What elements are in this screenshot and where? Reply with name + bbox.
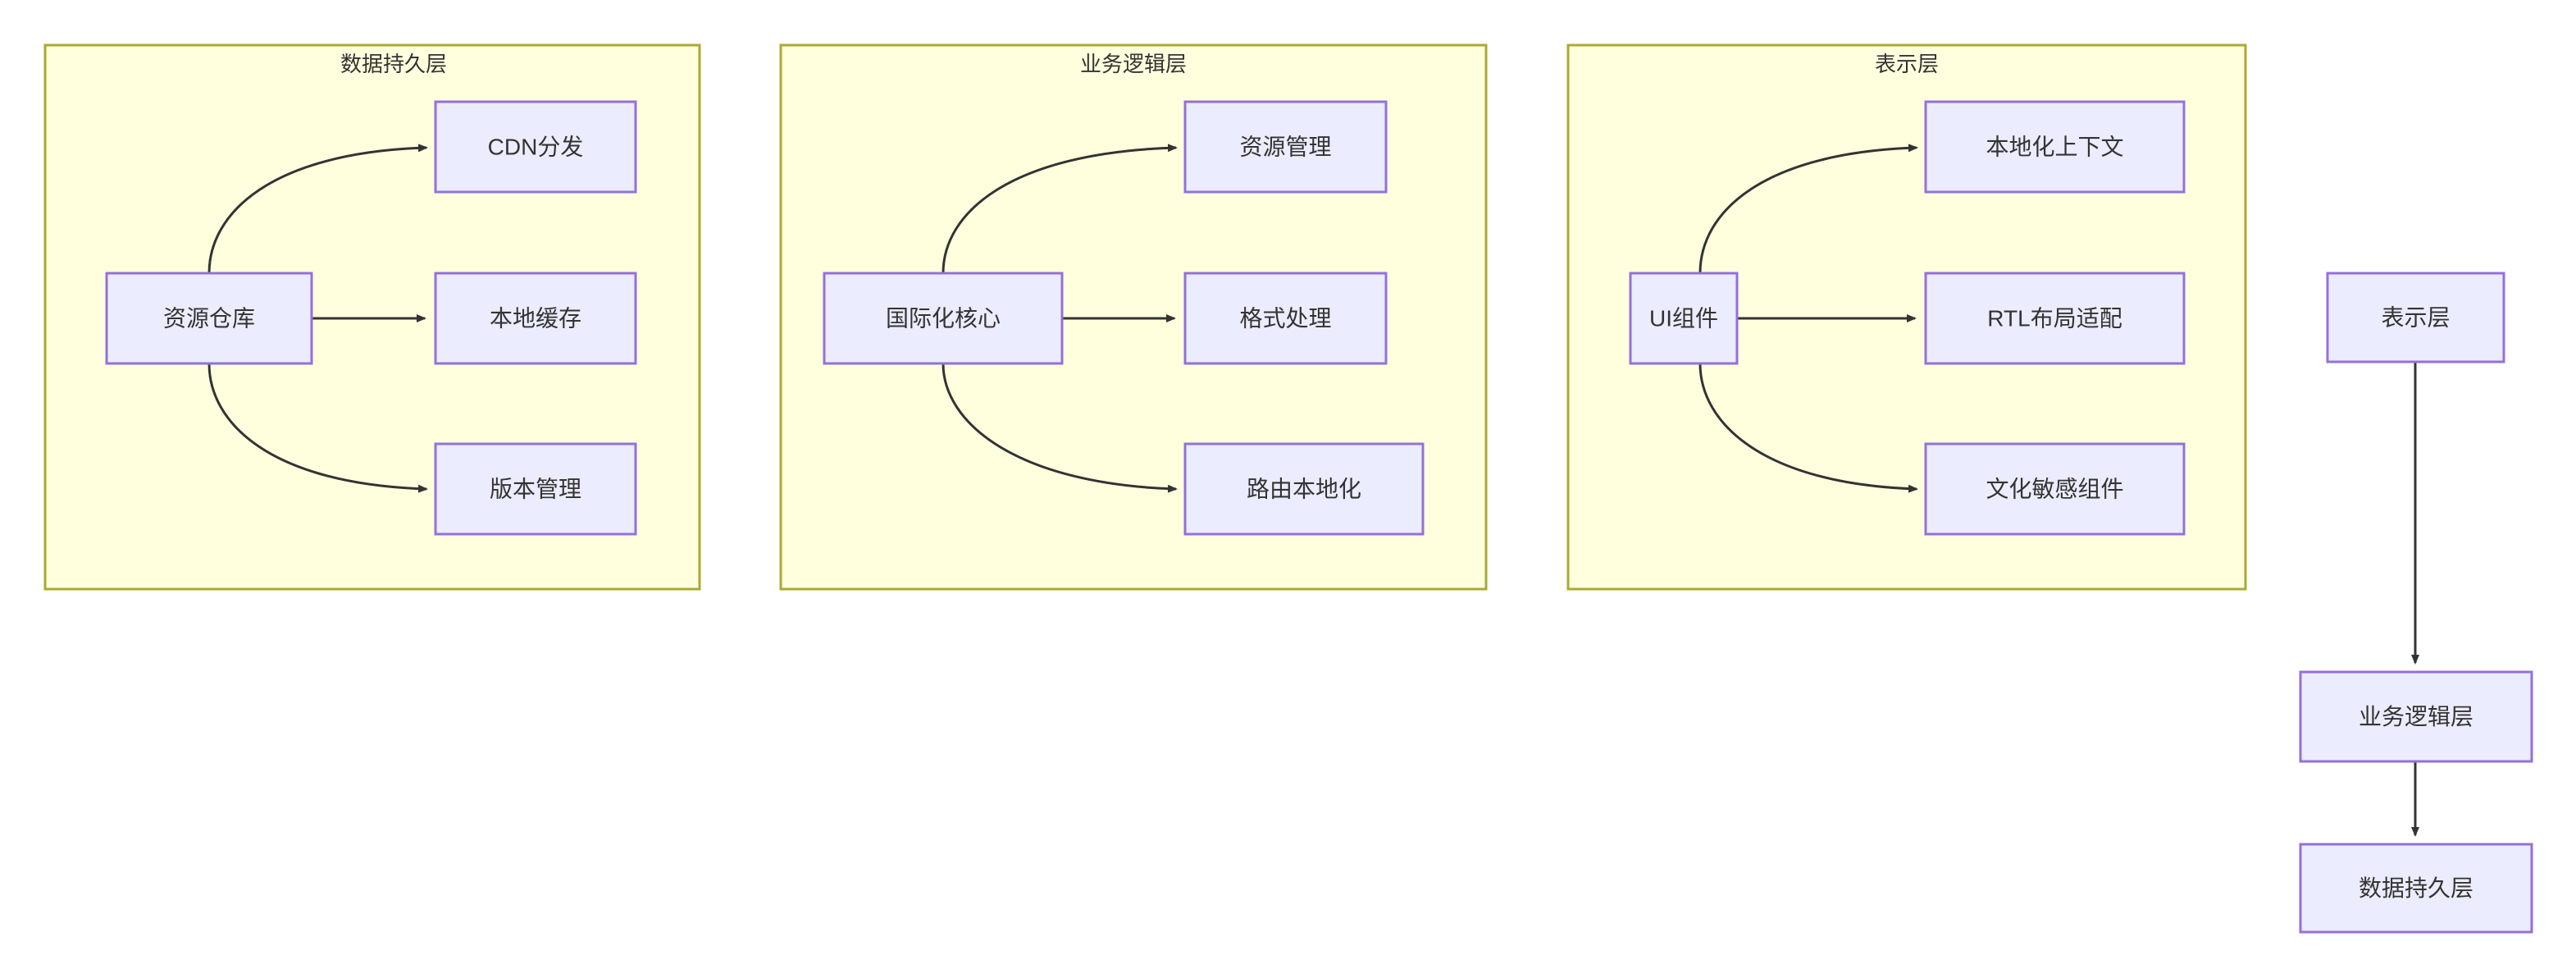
- node-culture-sensitive[interactable]: 文化敏感组件: [1924, 442, 2186, 536]
- node-version-management[interactable]: 版本管理: [434, 442, 637, 536]
- node-route-localization-rect[interactable]: [1183, 442, 1425, 536]
- node-format-processing-label: 格式处理: [1239, 305, 1331, 331]
- node-layer-presentation-rect[interactable]: [2326, 272, 2505, 363]
- node-local-cache-rect[interactable]: [434, 272, 637, 365]
- node-layer-data-label: 数据持久层: [2359, 875, 2473, 901]
- node-layer-business[interactable]: 业务逻辑层: [2299, 670, 2533, 763]
- node-resource-repo[interactable]: 资源仓库: [105, 272, 313, 365]
- node-cdn-distribution[interactable]: CDN分发: [434, 100, 637, 194]
- node-ui-components-rect[interactable]: [1629, 272, 1739, 365]
- edge-node-ui-components-to-node-culture-sensitive: [1698, 363, 1918, 493]
- node-layer-data[interactable]: 数据持久层: [2299, 843, 2533, 934]
- node-resource-repo-rect[interactable]: [105, 272, 313, 365]
- node-layer-data-rect[interactable]: [2299, 843, 2533, 934]
- node-version-management-label: 版本管理: [490, 476, 581, 501]
- edge-node-i18n-core-to-node-resource-management: [941, 144, 1178, 274]
- node-local-cache-label: 本地缓存: [490, 305, 581, 331]
- node-rtl-layout[interactable]: RTL布局适配: [1924, 272, 2186, 365]
- node-i18n-core[interactable]: 国际化核心: [823, 272, 1064, 365]
- node-localization-context-rect[interactable]: [1924, 100, 2186, 194]
- node-format-processing[interactable]: 格式处理: [1183, 272, 1388, 365]
- node-route-localization[interactable]: 路由本地化: [1183, 442, 1425, 536]
- edge-node-ui-components-to-node-localization-context: [1698, 144, 1918, 274]
- node-ui-components[interactable]: UI组件: [1629, 272, 1739, 365]
- node-i18n-core-rect[interactable]: [823, 272, 1064, 365]
- node-localization-context-label: 本地化上下文: [1986, 134, 2123, 159]
- node-layer-business-label: 业务逻辑层: [2359, 704, 2473, 729]
- node-resource-management-label: 资源管理: [1239, 134, 1331, 159]
- node-rtl-layout-rect[interactable]: [1924, 272, 2186, 365]
- node-cdn-distribution-rect[interactable]: [434, 100, 637, 194]
- edge-node-resource-repo-to-node-cdn-distribution: [207, 144, 428, 274]
- node-layer-business-rect[interactable]: [2299, 670, 2533, 763]
- node-layer-presentation[interactable]: 表示层: [2326, 272, 2505, 363]
- cluster-data-persistence-title: 数据持久层: [340, 52, 447, 76]
- node-i18n-core-label: 国际化核心: [886, 305, 1001, 331]
- cluster-business-logic-title: 业务逻辑层: [1080, 52, 1187, 76]
- node-layer-presentation-label: 表示层: [2381, 304, 2450, 330]
- node-resource-management-rect[interactable]: [1183, 100, 1388, 194]
- node-rtl-layout-label: RTL布局适配: [1987, 305, 2122, 331]
- node-localization-context[interactable]: 本地化上下文: [1924, 100, 2186, 194]
- node-format-processing-rect[interactable]: [1183, 272, 1388, 365]
- node-resource-repo-label: 资源仓库: [163, 305, 255, 331]
- edge-node-i18n-core-to-node-route-localization: [941, 363, 1178, 493]
- node-cdn-distribution-label: CDN分发: [488, 134, 584, 159]
- cluster-presentation-title: 表示层: [1875, 52, 1939, 76]
- node-local-cache[interactable]: 本地缓存: [434, 272, 637, 365]
- node-culture-sensitive-label: 文化敏感组件: [1986, 476, 2123, 501]
- node-resource-management[interactable]: 资源管理: [1183, 100, 1388, 194]
- node-route-localization-label: 路由本地化: [1247, 476, 1361, 501]
- node-culture-sensitive-rect[interactable]: [1924, 442, 2186, 536]
- node-ui-components-label: UI组件: [1649, 305, 1718, 331]
- edge-node-resource-repo-to-node-version-management: [207, 363, 428, 493]
- node-version-management-rect[interactable]: [434, 442, 637, 536]
